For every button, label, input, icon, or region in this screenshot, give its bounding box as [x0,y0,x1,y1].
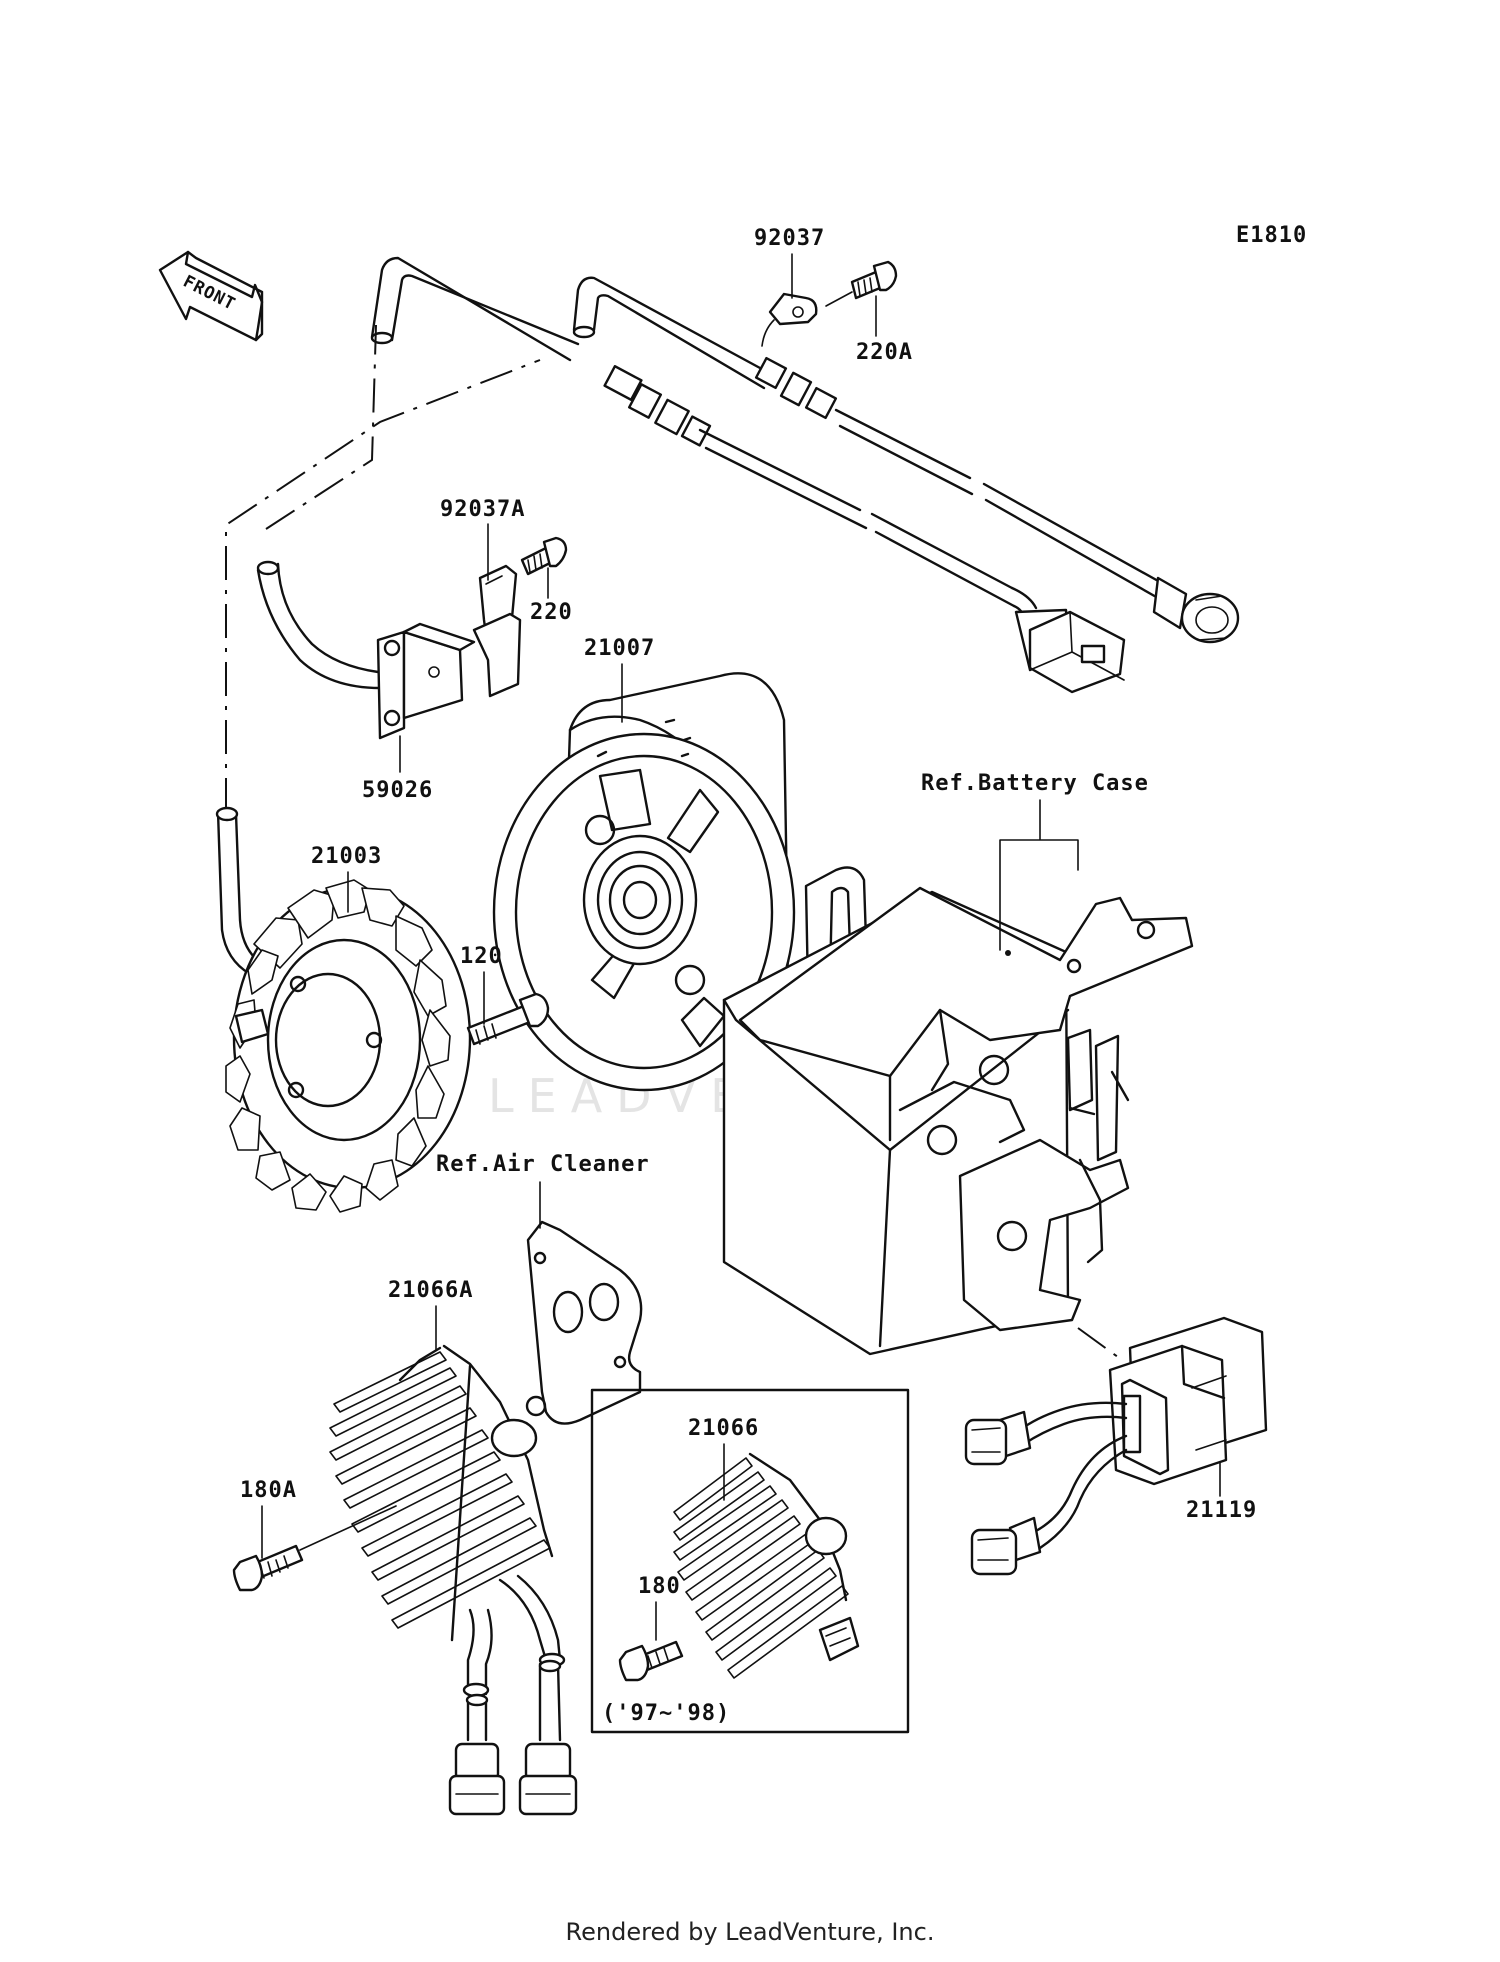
reference-line [225,359,541,812]
label-92037: 92037 [754,226,825,251]
label-180A: 180A [240,1478,297,1503]
connector-coupler-large [1014,608,1126,694]
label-21066A: 21066A [388,1278,473,1303]
diagram-code: E1810 [1236,223,1307,248]
regulator-21066A [329,1344,578,1816]
label-92037A: 92037A [440,497,525,522]
label-21003: 21003 [311,844,382,869]
label-120: 120 [460,944,503,969]
bolt-120 [466,992,550,1046]
footer-credit: Rendered by LeadVenture, Inc. [565,1918,935,1946]
battery-case [722,866,1194,1356]
inset-note: ('97~'98) [602,1701,730,1726]
regulator-21066 [673,1452,860,1679]
front-arrow-icon: FRONT [158,250,264,342]
connector-coupler-small [1152,576,1240,644]
label-220A: 220A [856,340,913,365]
label-21007: 21007 [584,636,655,661]
ref-battery-case: Ref.Battery Case [921,771,1149,796]
cdi-unit-21119 [964,1316,1268,1576]
pickup-coil-59026 [256,560,476,740]
bolt-220 [520,536,568,576]
rotor-21007 [492,672,796,1092]
ref-battery-case-leader [999,799,1079,951]
bolt-180 [618,1640,684,1682]
bracket-92037 [761,292,818,347]
label-220: 220 [530,600,573,625]
bolt-220A [850,260,898,300]
label-21066: 21066 [688,1416,759,1441]
wire-harness [370,256,1240,694]
label-59026: 59026 [362,778,433,803]
air-cleaner-bracket [525,1220,643,1425]
stator-21003 [215,806,472,1213]
label-180: 180 [638,1574,681,1599]
reference-line [265,324,377,530]
bolt-180A [232,1544,304,1592]
label-21119: 21119 [1186,1498,1257,1523]
bracket-92037A [472,564,522,698]
reference-line [1077,1327,1123,1361]
inset-box [590,1388,910,1734]
ref-air-cleaner: Ref.Air Cleaner [436,1152,650,1177]
